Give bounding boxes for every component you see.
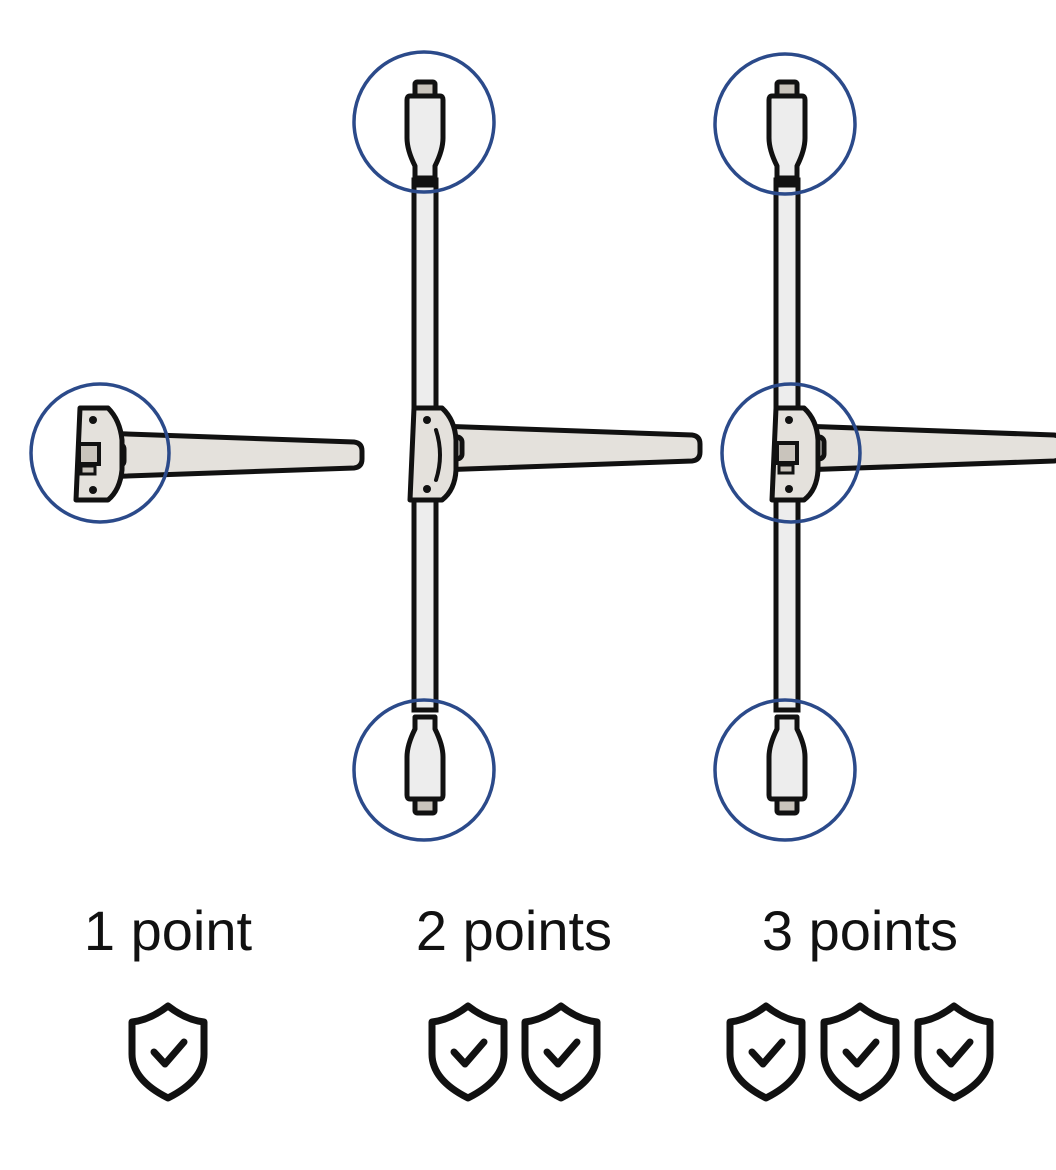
lock-one-point bbox=[29, 382, 362, 524]
latch-icon bbox=[77, 442, 101, 466]
shield-row-one bbox=[132, 1006, 204, 1098]
rod-end-top bbox=[769, 82, 805, 185]
shield-row-two bbox=[432, 1006, 597, 1098]
shield-check-icon bbox=[730, 1006, 802, 1098]
latch-icon bbox=[775, 441, 799, 465]
screw-icon bbox=[423, 416, 431, 424]
rod-end-bottom bbox=[407, 710, 443, 813]
screw-icon bbox=[785, 485, 793, 493]
rod-end-bottom bbox=[769, 710, 805, 813]
shield-check-icon bbox=[432, 1006, 504, 1098]
lock-point-ring bbox=[29, 382, 171, 524]
lock-three-points bbox=[713, 52, 1056, 842]
lock-point-ring bbox=[352, 50, 496, 194]
column-label-two: 2 points bbox=[416, 899, 612, 962]
column-label-three: 3 points bbox=[762, 899, 958, 962]
latch-bolt-icon bbox=[79, 464, 97, 476]
shield-check-icon bbox=[918, 1006, 990, 1098]
shield-check-icon bbox=[132, 1006, 204, 1098]
column-label-one: 1 point bbox=[84, 899, 253, 962]
lock-two-points bbox=[352, 50, 700, 842]
handle-bar bbox=[438, 426, 700, 470]
rod-end-top bbox=[407, 82, 443, 185]
lock-point-ring bbox=[713, 698, 857, 842]
shield-check-icon bbox=[824, 1006, 896, 1098]
shield-row-three bbox=[730, 1006, 990, 1098]
plate-detail bbox=[434, 428, 442, 482]
mounting-plate bbox=[407, 405, 459, 503]
lock-point-ring bbox=[713, 52, 857, 196]
screw-icon bbox=[785, 416, 793, 424]
latch-bolt-icon bbox=[777, 463, 795, 475]
lock-point-ring bbox=[352, 698, 496, 842]
shield-check-icon bbox=[525, 1006, 597, 1098]
handle-bar bbox=[100, 433, 362, 477]
handle-bar bbox=[800, 426, 1056, 470]
screw-icon bbox=[89, 486, 97, 494]
screw-icon bbox=[423, 485, 431, 493]
screw-icon bbox=[89, 416, 97, 424]
lock-point-ring bbox=[720, 382, 862, 524]
